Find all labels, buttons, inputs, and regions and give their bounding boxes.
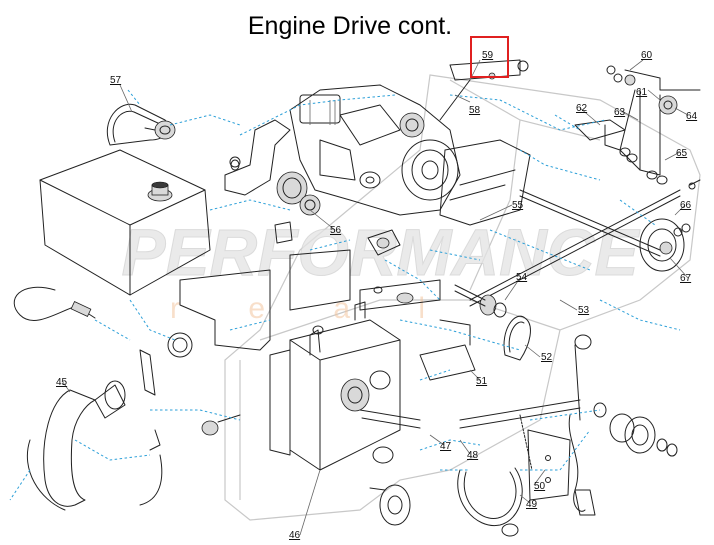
highlight-box-59 xyxy=(470,36,509,78)
callout-51: 51 xyxy=(476,376,488,387)
callout-57: 57 xyxy=(110,75,122,86)
right-pulley-stack xyxy=(593,402,678,457)
engine-mount-plate-55 xyxy=(439,139,531,226)
callout-67: 67 xyxy=(680,273,692,284)
brake-band-49 xyxy=(457,467,523,537)
bearing-54 xyxy=(454,284,507,318)
callout-58: 58 xyxy=(469,105,481,116)
callout-46: 46 xyxy=(289,530,301,541)
callout-55: 55 xyxy=(512,200,524,211)
exhaust-pipe-45 xyxy=(26,380,163,511)
callout-65: 65 xyxy=(676,148,688,159)
page-title: Engine Drive cont. xyxy=(248,12,452,40)
leader-lines xyxy=(9,89,681,501)
spring-and-cable xyxy=(519,414,596,516)
callout-64: 64 xyxy=(686,111,698,122)
engine-pulley-56 xyxy=(276,171,321,216)
callout-45: 45 xyxy=(56,377,68,388)
callout-61: 61 xyxy=(636,87,648,98)
callout-63: 63 xyxy=(614,107,626,118)
callout-52: 52 xyxy=(541,352,553,363)
oil-gauge xyxy=(139,332,241,436)
engine-assembly xyxy=(224,84,461,216)
callout-labels: 57 59 58 60 61 62 63 64 65 66 67 55 56 5… xyxy=(56,50,698,541)
callout-49: 49 xyxy=(526,499,538,510)
callout-56: 56 xyxy=(330,225,342,236)
mounting-plate xyxy=(179,249,441,351)
callout-54: 54 xyxy=(516,272,528,283)
callout-48: 48 xyxy=(467,450,479,461)
plate-50 xyxy=(527,429,571,501)
callout-62: 62 xyxy=(576,103,588,114)
callout-53: 53 xyxy=(578,305,590,316)
belt-52 xyxy=(503,315,531,361)
callout-50: 50 xyxy=(534,481,546,492)
drive-belt-57 xyxy=(106,103,176,146)
callout-pointers xyxy=(61,59,689,536)
callout-47: 47 xyxy=(440,441,452,452)
callout-60: 60 xyxy=(641,50,653,61)
gearbox-46 xyxy=(269,301,421,526)
flange-bearing xyxy=(229,156,401,256)
fuel-tank xyxy=(13,149,211,321)
callout-66: 66 xyxy=(680,200,692,211)
tensioner-bracket-60 xyxy=(574,65,701,185)
callout-59: 59 xyxy=(482,50,494,61)
lever-bracket-51 xyxy=(419,319,592,429)
drive-shaft-53 xyxy=(469,179,701,307)
